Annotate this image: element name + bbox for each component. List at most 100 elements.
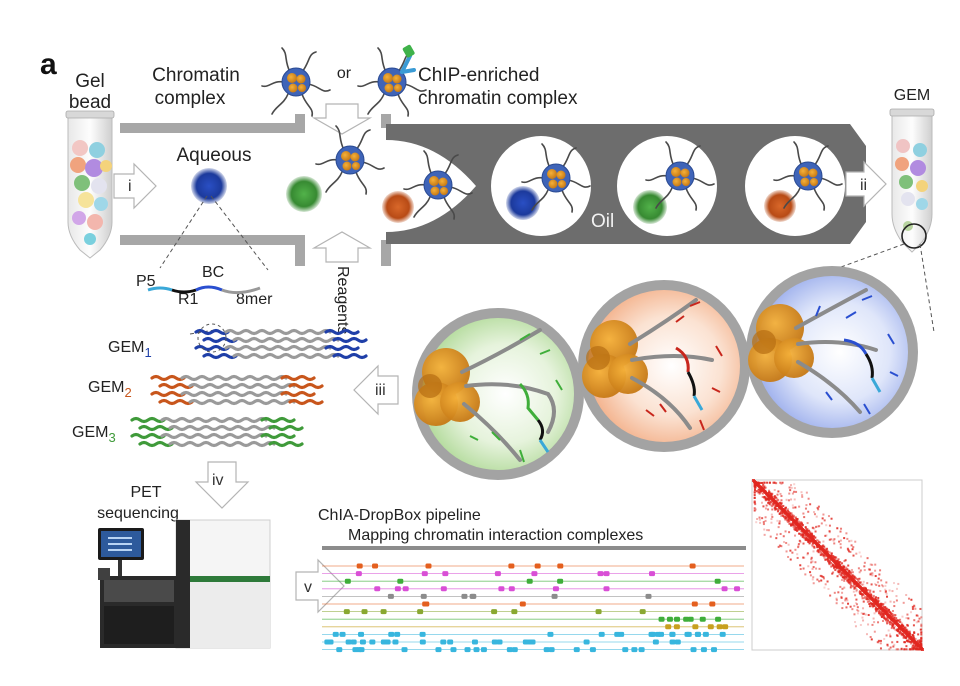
barcode-bc-label: BC xyxy=(202,264,224,281)
library-adapter xyxy=(268,440,304,448)
interaction-fragment xyxy=(719,631,726,637)
interaction-fragment xyxy=(669,639,676,645)
interaction-fragment xyxy=(658,616,665,622)
barcode-r1-label: R1 xyxy=(178,291,199,308)
step-ii-label: ii xyxy=(860,177,867,194)
interaction-fragment xyxy=(387,593,394,599)
gem-droplet-green xyxy=(617,136,717,236)
interaction-fragment xyxy=(690,647,697,653)
interaction-fragment xyxy=(716,624,723,630)
library-adapter xyxy=(332,336,368,344)
interaction-fragment xyxy=(658,631,665,637)
interaction-fragment xyxy=(583,639,590,645)
interaction-fragment xyxy=(649,631,656,637)
interaction-fragment xyxy=(707,624,714,630)
interaction-fragment xyxy=(603,586,610,592)
chip-chromatin-complex-icon xyxy=(357,47,427,117)
interaction-fragment xyxy=(645,593,652,599)
interaction-fragment xyxy=(683,616,690,622)
interaction-fragment xyxy=(372,563,379,569)
aqueous-label: Aqueous xyxy=(176,145,251,166)
interaction-fragment xyxy=(369,639,376,645)
library-insert xyxy=(224,344,332,352)
reagents-inlet: Reagents xyxy=(311,231,373,335)
interaction-fragment xyxy=(440,639,447,645)
interaction-fragment xyxy=(425,563,432,569)
gem-tube-label: GEM xyxy=(894,87,930,104)
interaction-fragment xyxy=(450,647,457,653)
pipeline-divider xyxy=(322,546,746,550)
interaction-fragment xyxy=(392,639,399,645)
oil-label: Oil xyxy=(591,211,614,232)
interaction-fragment xyxy=(422,601,429,607)
interaction-fragment xyxy=(345,639,352,645)
library-adapter xyxy=(324,344,360,352)
interaction-fragment xyxy=(547,631,554,637)
interaction-fragment xyxy=(491,639,498,645)
chromatin-complex-label-1: Chromatin xyxy=(152,65,240,86)
gem2-label: GEM2 xyxy=(88,379,132,400)
interaction-fragment xyxy=(687,616,694,622)
library-adapter xyxy=(260,416,296,424)
interaction-fragment xyxy=(714,578,721,584)
barcode-8mer-label: 8mer xyxy=(236,291,273,308)
interaction-fragment xyxy=(673,616,680,622)
interaction-fragment xyxy=(336,647,343,653)
interaction-fragment xyxy=(694,631,701,637)
interaction-fragment xyxy=(374,586,381,592)
interaction-fragment xyxy=(394,631,401,637)
interaction-fragment xyxy=(435,647,442,653)
interaction-fragment xyxy=(361,609,368,615)
interaction-fragment xyxy=(652,639,659,645)
interaction-fragment xyxy=(685,631,692,637)
chromatin-complex-label-2: complex xyxy=(155,88,226,109)
library-insert xyxy=(188,382,296,390)
interaction-fragment xyxy=(649,571,656,577)
interaction-fragment xyxy=(557,578,564,584)
interaction-fragment xyxy=(496,639,503,645)
interaction-fragment xyxy=(603,571,610,577)
library-adapter xyxy=(280,374,316,382)
gel-bead-blue xyxy=(191,168,227,204)
interaction-fragment xyxy=(614,631,621,637)
step-i-label: i xyxy=(128,178,132,195)
zoomed-gem-blue xyxy=(746,266,918,438)
step-v-label: v xyxy=(304,579,312,596)
library-insert xyxy=(232,352,340,360)
library-adapter xyxy=(158,398,194,406)
step-i-arrow: i xyxy=(113,162,157,210)
library-adapter xyxy=(332,352,368,360)
gem1-label: GEM1 xyxy=(108,339,152,360)
gem-droplet-blue xyxy=(491,136,591,236)
gel-bead-label-2: bead xyxy=(69,92,111,113)
interaction-fragment xyxy=(419,631,426,637)
library-insert xyxy=(160,416,268,424)
pet-label-1: PET xyxy=(130,484,161,501)
interaction-fragment xyxy=(397,578,404,584)
library-insert xyxy=(188,398,296,406)
library-insert xyxy=(168,424,276,432)
interaction-fragment xyxy=(669,631,676,637)
interaction-fragment xyxy=(699,616,706,622)
gem-droplet-orange xyxy=(745,136,845,236)
interaction-fragment xyxy=(511,647,518,653)
interaction-fragment xyxy=(665,624,672,630)
interaction-fragment xyxy=(722,624,729,630)
interaction-fragment xyxy=(508,563,515,569)
sequencer-icon xyxy=(98,519,271,649)
library-insert xyxy=(232,336,340,344)
pipeline-subtitle: Mapping chromatin interaction complexes xyxy=(348,527,643,544)
library-insert xyxy=(224,328,332,336)
interaction-fragment xyxy=(692,624,699,630)
library-adapter xyxy=(202,336,238,344)
chip-complex-label-1: ChIP-enriched xyxy=(418,65,539,86)
library-adapter xyxy=(130,416,166,424)
library-insert xyxy=(180,374,288,382)
pet-label-2: sequencing xyxy=(97,505,179,522)
interaction-fragment xyxy=(358,647,365,653)
reagents-label: Reagents xyxy=(334,266,351,335)
interaction-fragment xyxy=(700,647,707,653)
interaction-fragment xyxy=(417,609,424,615)
pipeline-title: ChIA-DropBox pipeline xyxy=(318,507,481,524)
